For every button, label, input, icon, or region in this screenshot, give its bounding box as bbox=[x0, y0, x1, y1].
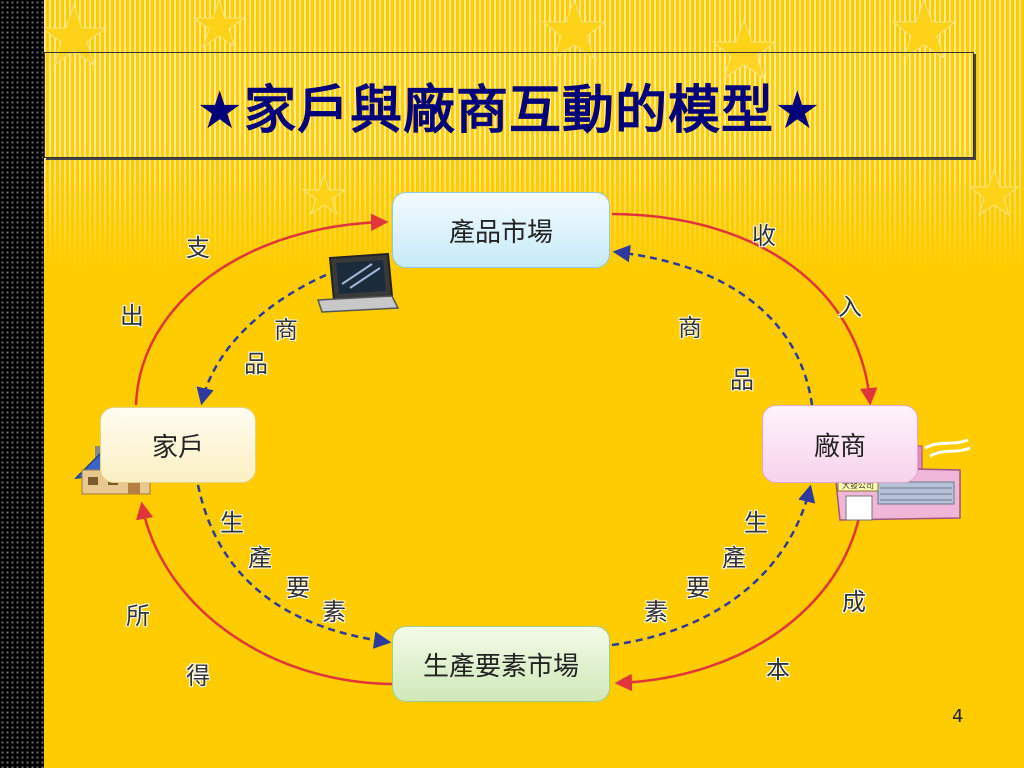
expenditure-arrow bbox=[134, 213, 389, 406]
factors-to-firm-arrow bbox=[611, 484, 816, 647]
title-box: ★家戶與廠商互動的模型★ bbox=[44, 52, 974, 158]
background-stars bbox=[44, 0, 1020, 217]
revenue-arrow bbox=[611, 212, 878, 406]
factors-label-char: 要 bbox=[286, 574, 310, 602]
cost-label-char: 成 bbox=[842, 588, 866, 616]
goods-from-firm-arrow bbox=[612, 244, 814, 406]
factors-label-char: 素 bbox=[322, 598, 346, 626]
factors-label-char: 產 bbox=[248, 544, 272, 572]
left-dotted-strip bbox=[0, 0, 44, 768]
goods-label-char: 商 bbox=[678, 314, 702, 342]
expenditure-label-char: 支 bbox=[186, 234, 210, 262]
firm-node: 廠商 bbox=[762, 405, 918, 483]
factors-label-char: 要 bbox=[686, 574, 710, 602]
goods-label-char: 品 bbox=[730, 366, 754, 394]
product-market-label: 產品市場 bbox=[448, 217, 553, 248]
income-label-char: 所 bbox=[126, 602, 150, 630]
revenue-label-char: 入 bbox=[838, 293, 862, 321]
goods-label-char: 品 bbox=[244, 350, 268, 378]
factor-market-label: 生產要素市場 bbox=[422, 651, 579, 682]
income-label-char: 得 bbox=[186, 662, 210, 690]
page-title: ★家戶與廠商互動的模型★ bbox=[196, 80, 822, 141]
cost-arrow bbox=[614, 499, 864, 692]
factors-label-char: 生 bbox=[744, 509, 768, 537]
cost-label-char: 本 bbox=[766, 656, 790, 684]
factors-label-char: 產 bbox=[722, 544, 746, 572]
firm-label: 廠商 bbox=[813, 431, 866, 462]
household-node: 家戶 bbox=[100, 407, 256, 483]
product-market-node: 產品市場 bbox=[392, 192, 610, 268]
household-label: 家戶 bbox=[151, 432, 204, 463]
income-arrow bbox=[136, 501, 393, 686]
expenditure-label-char: 出 bbox=[120, 302, 144, 330]
factor-market-node: 生產要素市場 bbox=[392, 626, 610, 702]
factors-from-household-arrow bbox=[196, 484, 392, 649]
firm-sign: 大發公司 bbox=[842, 480, 874, 490]
laptop-icon bbox=[316, 252, 400, 313]
factors-label-char: 素 bbox=[644, 598, 668, 626]
revenue-label-char: 收 bbox=[752, 222, 776, 250]
page-number: 4 bbox=[952, 706, 964, 727]
goods-label-char: 商 bbox=[274, 316, 298, 344]
goods-to-household-arrow bbox=[196, 273, 327, 406]
factors-label-char: 生 bbox=[220, 509, 244, 537]
